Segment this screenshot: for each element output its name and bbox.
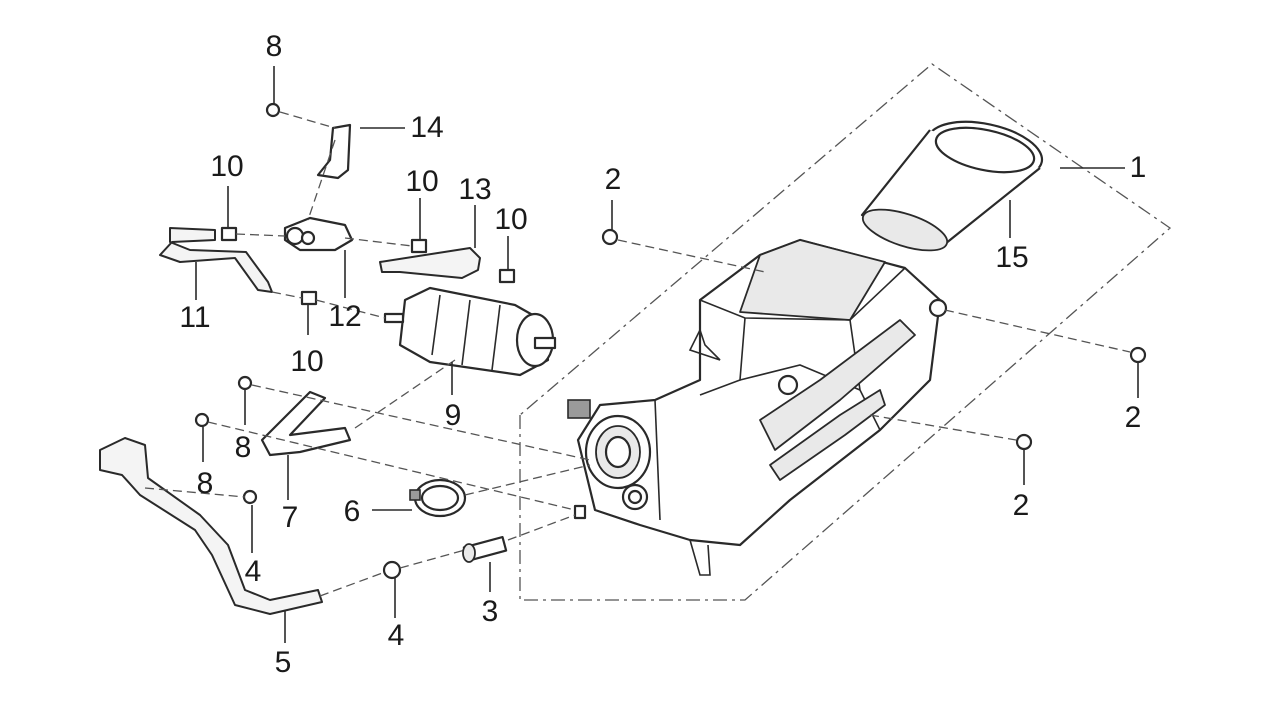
callout-10-d: 10 [290, 345, 324, 378]
callout-3: 3 [481, 595, 499, 628]
callout-7: 7 [281, 501, 299, 534]
callout-14: 14 [410, 111, 444, 144]
screw-2-a [601, 228, 619, 246]
bracket-14 [316, 123, 352, 180]
callout-2-bottom: 2 [1012, 489, 1030, 522]
clip-10-a [220, 226, 238, 242]
callout-8-mid: 8 [234, 431, 252, 464]
screw-2-b [1129, 346, 1147, 364]
hose-11 [159, 227, 273, 293]
charcoal-canister [383, 286, 557, 377]
callout-8-bottom: 8 [196, 467, 214, 500]
screw-8-b [237, 375, 253, 391]
callout-8-top: 8 [265, 30, 283, 63]
solenoid-valve [283, 216, 354, 252]
hose-13 [379, 247, 481, 279]
screw-8-a [265, 102, 281, 118]
bracket-7 [260, 390, 352, 457]
clip-10-c [498, 268, 516, 284]
assembly-boundary [519, 63, 1172, 601]
callout-1: 1 [1129, 151, 1147, 184]
intake-funnel [860, 120, 1044, 252]
callout-11: 11 [179, 301, 211, 334]
callout-2-right: 2 [1124, 401, 1142, 434]
callout-10-a: 10 [210, 150, 244, 183]
clip-4-a [242, 489, 258, 505]
clip-4-b [382, 560, 402, 580]
fitting-3 [462, 535, 508, 563]
leader-lines [195, 66, 1139, 643]
air-box-housing [567, 238, 948, 576]
screw-2-c [1015, 433, 1033, 451]
callout-10-b: 10 [405, 165, 439, 198]
callout-4-left: 4 [244, 555, 262, 588]
clip-10-d [300, 290, 318, 306]
screw-8-c [194, 412, 210, 428]
assembly-lines [144, 111, 1131, 597]
hose-clamp-6 [409, 478, 467, 518]
callout-9: 9 [444, 399, 462, 432]
callout-13: 13 [458, 173, 492, 206]
clip-10-b [410, 238, 428, 254]
callout-5: 5 [274, 646, 292, 679]
callout-10-c: 10 [494, 203, 528, 236]
callout-4-right: 4 [387, 619, 405, 652]
callout-2-top: 2 [604, 163, 622, 196]
callout-12: 12 [328, 300, 362, 333]
callout-6: 6 [343, 495, 361, 528]
callout-15: 15 [995, 241, 1029, 274]
